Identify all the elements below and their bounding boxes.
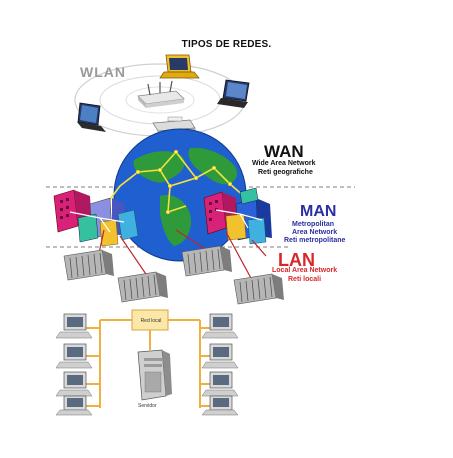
- wireless-access-point-icon: [137, 80, 185, 108]
- wlan-section: [74, 54, 250, 138]
- switch-label: Red local: [140, 318, 162, 324]
- man-label: MAN: [300, 203, 337, 220]
- wan-description-line-2: Reti geografiche: [258, 169, 313, 176]
- man-description-line-3: Reti metropolitane: [284, 237, 346, 244]
- workstation-icon: [201, 313, 239, 339]
- server-icon: [137, 349, 172, 401]
- man-description-line-1: Metropolitan: [292, 221, 334, 228]
- workstation-icon: [201, 395, 239, 416]
- office-building-icon: [233, 273, 284, 305]
- lan-cabling: [80, 319, 212, 408]
- lan-description-line-2: Reti locali: [288, 276, 322, 283]
- wan-man-section: [46, 128, 355, 262]
- man-description-line-2: Area Network: [292, 229, 338, 236]
- lan-label: LAN: [278, 250, 315, 270]
- workstation-icon: [55, 343, 93, 369]
- wan-label: WAN: [264, 142, 304, 161]
- network-switch-icon: [131, 309, 169, 331]
- workstation-icon: [201, 343, 239, 369]
- office-building-icon: [117, 271, 168, 303]
- laptop-icon: [77, 102, 106, 132]
- office-building-icon: [63, 249, 114, 281]
- laptop-icon: [159, 54, 200, 79]
- workstation-icon: [201, 371, 239, 397]
- man-buildings-left: [53, 189, 139, 247]
- page-title: TIPOS DE REDES.: [181, 39, 272, 50]
- wlan-label: WLAN: [80, 64, 126, 80]
- lan-section: [63, 229, 284, 305]
- workstation-icon: [55, 395, 93, 416]
- workstation-icon: [55, 371, 93, 397]
- office-building-icon: [181, 245, 232, 277]
- server-label: Servidor: [138, 403, 157, 409]
- wan-description-line-1: Wide Area Network: [252, 160, 316, 167]
- workstation-icon: [55, 313, 93, 339]
- lan-description-line-1: Local Area Network: [272, 267, 338, 274]
- lan-detail-section: [55, 309, 239, 416]
- laptop-icon: [217, 79, 250, 108]
- man-buildings-right: [203, 187, 272, 245]
